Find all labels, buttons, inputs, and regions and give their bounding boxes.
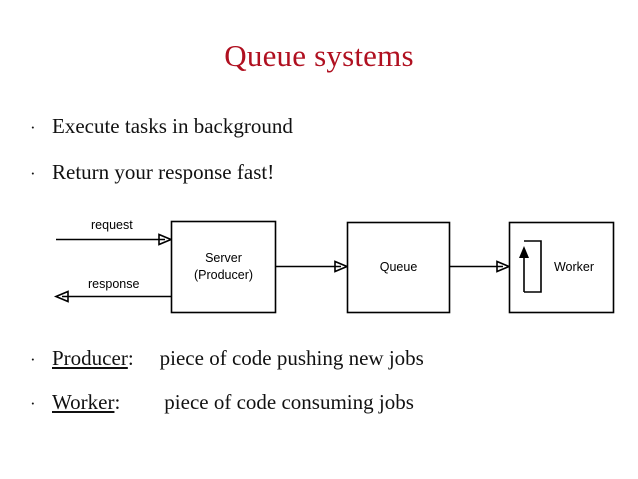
bullet-item-return-response: · Return your response fast! [30, 159, 274, 187]
definition-term-producer: Producer [52, 346, 128, 370]
bullet-marker-icon: · [30, 118, 36, 137]
bullet-item-execute-tasks: · Execute tasks in background [30, 113, 293, 141]
edge-server-to-queue [275, 260, 350, 273]
bullet-label: Execute tasks in background [52, 114, 293, 138]
node-server-label-line1: Server [205, 251, 242, 265]
node-worker: Worker [508, 221, 615, 314]
edge-request-label: request [91, 218, 133, 232]
arrowhead-right-icon [158, 233, 174, 246]
bullet-marker-icon: · [30, 394, 36, 413]
edge-response: response [53, 277, 171, 303]
edge-queue-to-worker [449, 260, 512, 273]
node-worker-label: Worker [554, 260, 594, 274]
node-queue-box [346, 221, 451, 314]
bullet-marker-icon: · [30, 350, 36, 369]
node-server-box [170, 220, 277, 314]
arrowhead-right-icon [334, 260, 350, 273]
definition-item-worker: · Worker: piece of code consuming jobs [30, 389, 414, 417]
definition-text-producer: piece of code pushing new jobs [159, 346, 424, 370]
edge-request: request [56, 218, 174, 246]
node-server-label-line2: (Producer) [194, 268, 253, 282]
definition-colon: : [127, 346, 134, 370]
node-worker-box [508, 221, 615, 314]
worker-loop-path [524, 240, 542, 293]
definition-item-producer: · Producer: piece of code pushing new job… [30, 345, 424, 373]
edge-response-label: response [88, 277, 139, 291]
node-queue-label: Queue [380, 260, 418, 274]
definition-producer: Producer: piece of code pushing new jobs [52, 345, 424, 371]
definition-worker: Worker: piece of code consuming jobs [52, 389, 414, 415]
definition-term-worker: Worker [52, 390, 115, 414]
page-title: Queue systems [224, 38, 414, 73]
bullet-marker-icon: · [30, 164, 36, 183]
bullet-label: Return your response fast! [52, 160, 275, 184]
arrowhead-left-icon [53, 290, 69, 303]
node-queue: Queue [346, 221, 451, 314]
node-server: Server (Producer) [170, 220, 277, 314]
definition-text-worker: piece of code consuming jobs [164, 390, 414, 414]
arrowhead-right-icon [496, 260, 512, 273]
definition-colon: : [114, 390, 121, 414]
arrowhead-up-icon [519, 246, 529, 258]
